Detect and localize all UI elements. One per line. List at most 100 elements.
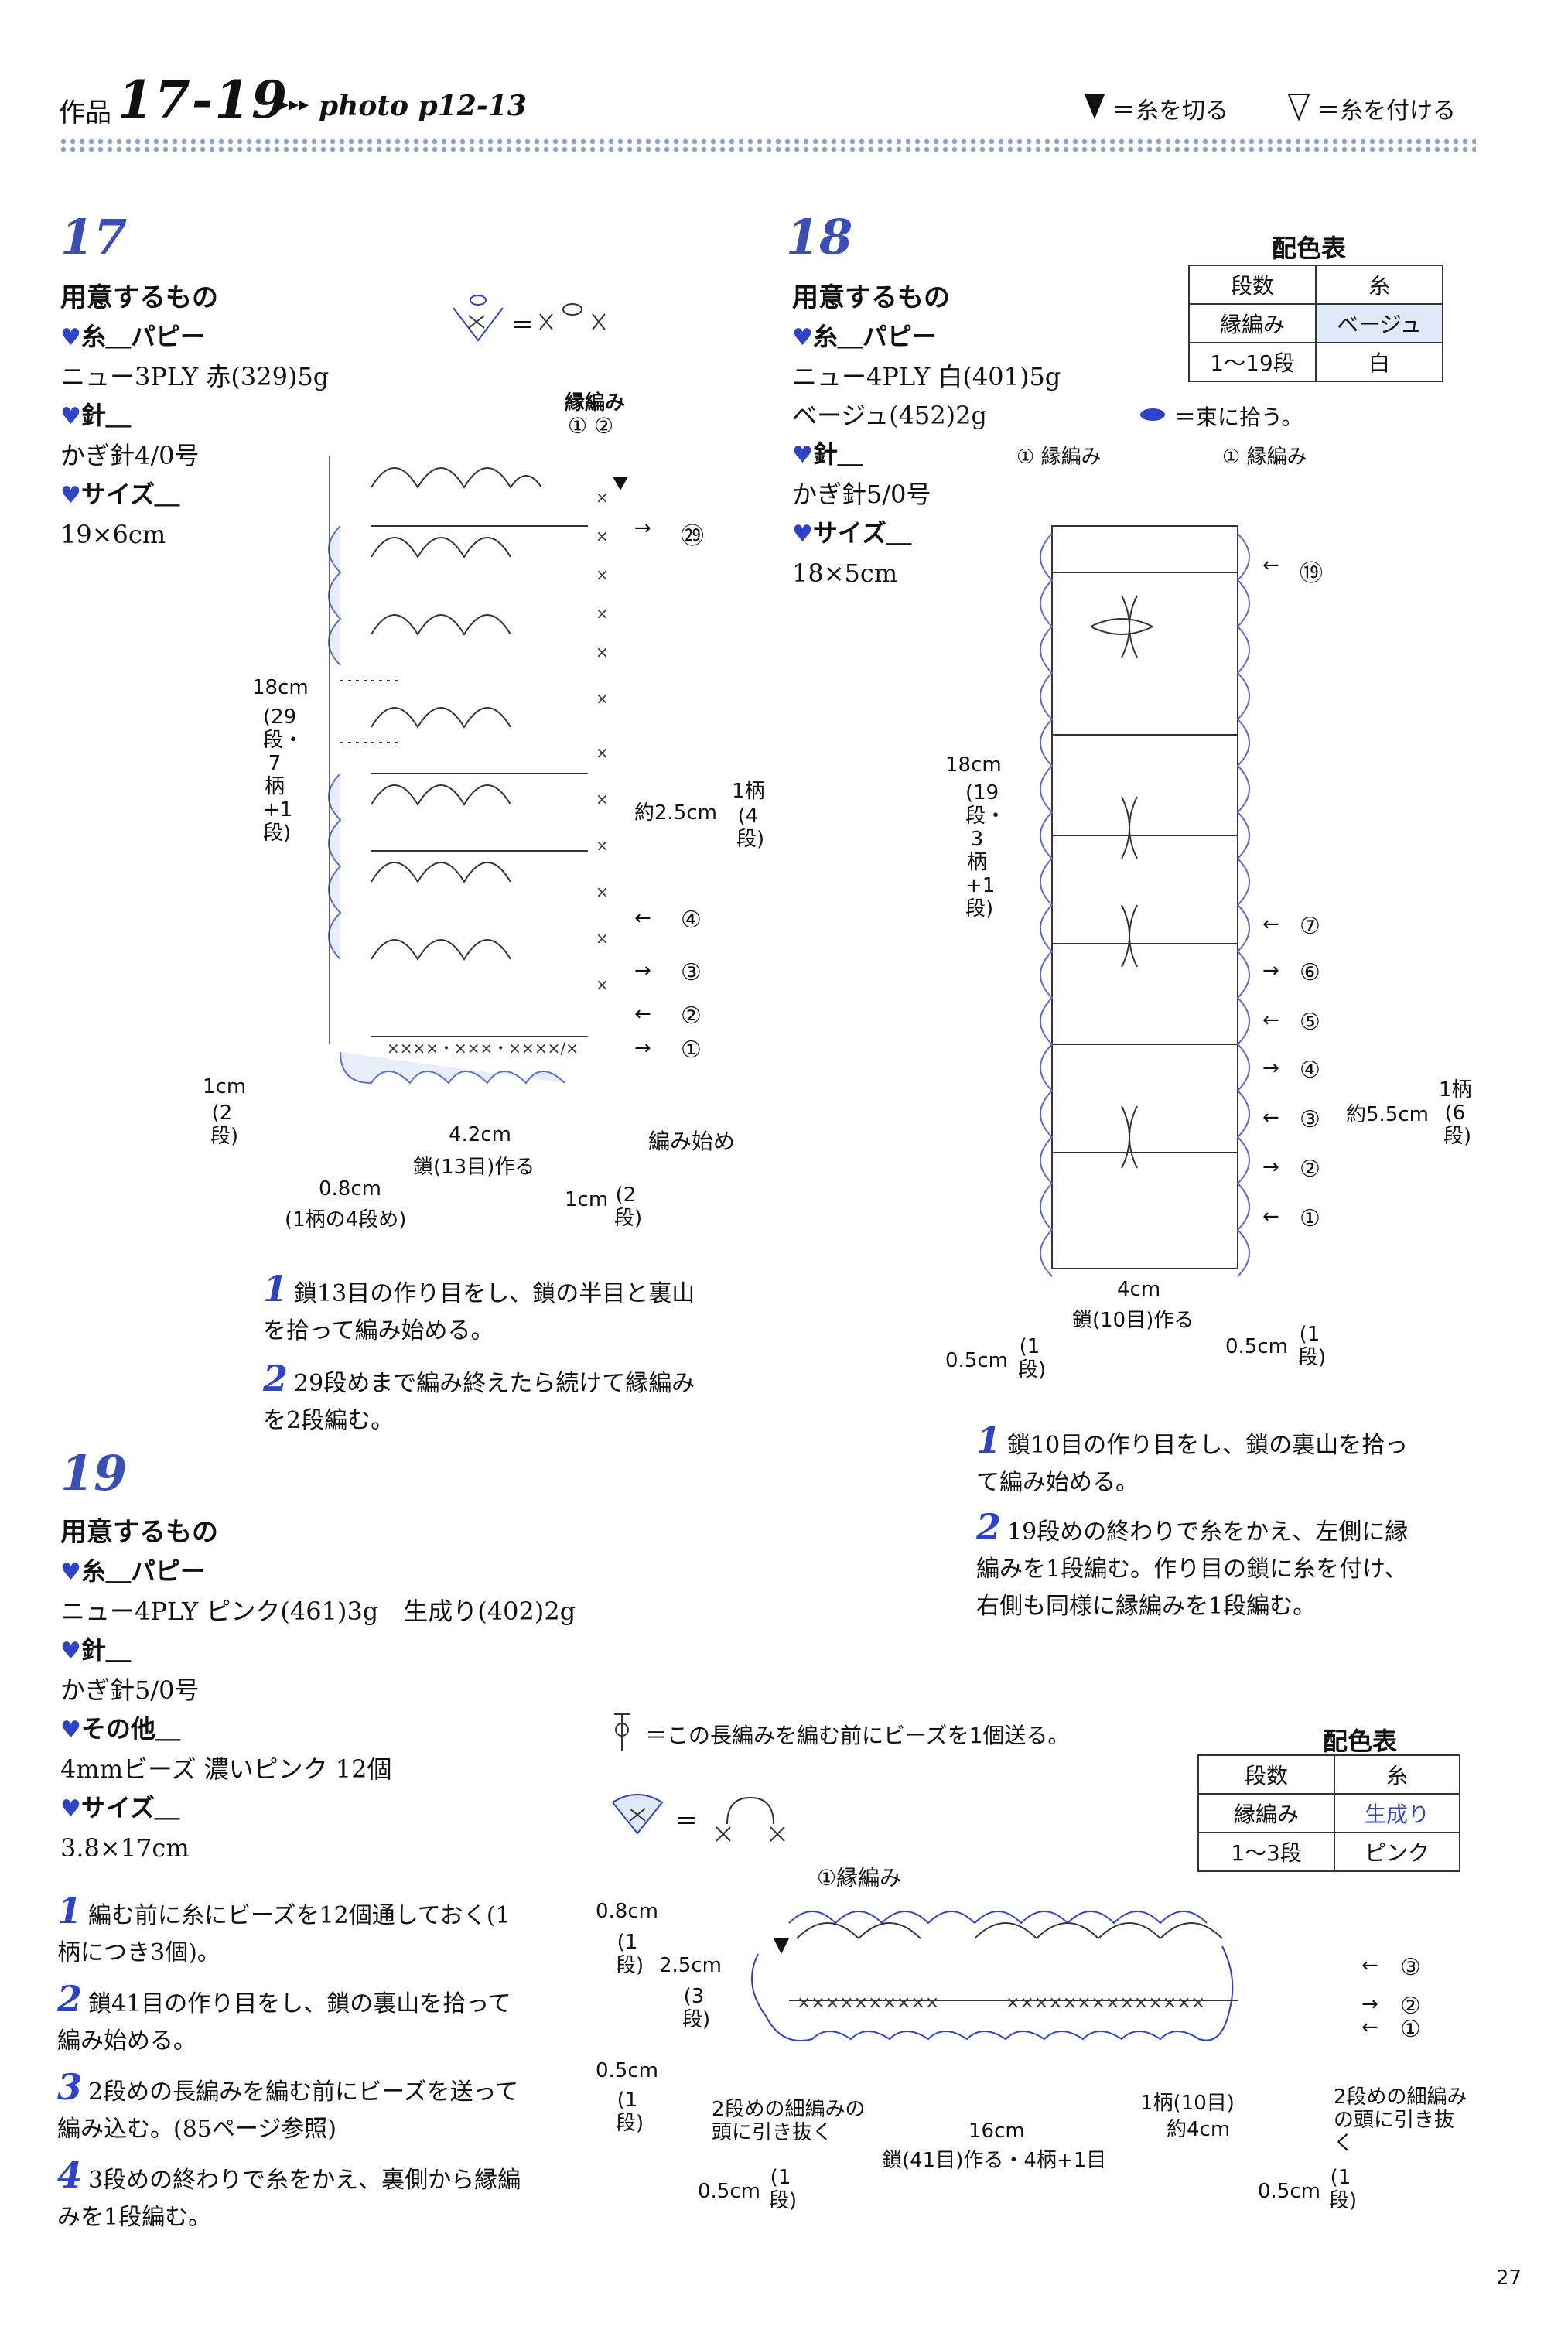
dim-motif-height: 約5.5cm bbox=[1346, 1103, 1429, 1126]
other-detail: 4mmビーズ 濃いピンク 12個 bbox=[60, 1754, 392, 1784]
row-label-4: ④ bbox=[681, 907, 702, 934]
dim-height: 18cm bbox=[252, 676, 309, 699]
bead-stitch-icon bbox=[614, 1713, 630, 1751]
picot-symbol-icon bbox=[612, 1794, 664, 1835]
hook-detail: かぎ針5/0号 bbox=[792, 480, 931, 509]
row-label-5: ⑤ bbox=[1300, 1009, 1320, 1036]
row-arrow: ← bbox=[1262, 1106, 1279, 1129]
chain-count: 鎖(10目)作る bbox=[1072, 1309, 1194, 1332]
heart-icon: ♥ bbox=[60, 403, 81, 430]
step-text: 鎖41目の作り目をし、鎖の裏山を拾って編み始める。 bbox=[57, 1990, 511, 2055]
legend-cut: ＝糸を切る bbox=[1112, 97, 1228, 125]
heart-icon: ♥ bbox=[60, 1795, 81, 1822]
dim-left: 0.5cm bbox=[698, 2180, 760, 2203]
size-label: サイズ＿ bbox=[80, 480, 179, 509]
step-text: 3段めの終わりで糸をかえ、裏側から縁編みを1段編む。 bbox=[57, 2167, 521, 2231]
dim-left-rows: (1段) bbox=[769, 2166, 798, 2212]
svg-text:×: × bbox=[596, 565, 609, 584]
dim-top-rows: (1段) bbox=[616, 1931, 644, 1977]
pull-through-right: 2段めの細編みの頭に引き抜く bbox=[1334, 2085, 1467, 2155]
dim-right-rows: (1段) bbox=[1298, 1323, 1327, 1369]
table-cell: 1〜19段 bbox=[1188, 342, 1317, 382]
pull-through-left: 2段めの細編みの頭に引き抜く bbox=[712, 2098, 866, 2144]
row-arrow: ← bbox=[1262, 913, 1279, 936]
table-cell: ピンク bbox=[1334, 1832, 1460, 1872]
dim-bottom-rows: (1段) bbox=[616, 2089, 644, 2135]
other-label: その他＿ bbox=[80, 1714, 180, 1744]
table-cell: 1〜3段 bbox=[1197, 1832, 1336, 1872]
page-number: 27 bbox=[1496, 2266, 1522, 2290]
yarn-detail: ニュー3PLY 赤(329)5g bbox=[60, 362, 330, 391]
row-arrow: ← bbox=[1262, 1009, 1279, 1032]
row-arrow: → bbox=[634, 959, 651, 982]
table-header: 段数 bbox=[1188, 265, 1317, 305]
hook-label: 針＿ bbox=[80, 1635, 131, 1665]
step-number: 3 bbox=[57, 2066, 83, 2108]
row-arrow: → bbox=[1262, 959, 1279, 982]
svg-text:×: × bbox=[596, 604, 609, 623]
dim-height: 18cm bbox=[945, 753, 1002, 777]
header-photo-ref: photo p12-13 bbox=[319, 90, 527, 122]
row-label-3: ③ bbox=[681, 959, 702, 986]
dim-edge-right-rows: (2段) bbox=[614, 1184, 643, 1230]
row-arrow: ← bbox=[634, 1003, 651, 1026]
heart-icon: ♥ bbox=[60, 482, 81, 509]
dim-motif-rows: (4段) bbox=[736, 804, 765, 851]
svg-text:×: × bbox=[596, 689, 609, 708]
header-divider bbox=[59, 138, 1476, 153]
table-cell: ベージュ bbox=[1314, 303, 1444, 343]
dim-length: 16cm bbox=[968, 2120, 1025, 2143]
dim-right: 0.5cm bbox=[1225, 1335, 1288, 1358]
symbol-equals: ＝ bbox=[511, 313, 534, 340]
dim-bottom: 1cm bbox=[203, 1075, 247, 1098]
yarn-label: 糸＿パピー bbox=[812, 322, 937, 351]
size-detail: 19×6cm bbox=[60, 520, 166, 549]
heart-icon: ♥ bbox=[60, 1559, 81, 1586]
chart-18-diagram bbox=[1040, 525, 1250, 1277]
dim-body: 2.5cm bbox=[659, 1954, 722, 1977]
step-number: 1 bbox=[57, 1890, 83, 1932]
step-text: 29段めまで編み終えたら続けて縁編みを2段編む。 bbox=[263, 1370, 695, 1434]
yarn-detail: ベージュ(452)2g bbox=[792, 401, 988, 430]
dim-motif: 1柄 bbox=[732, 780, 765, 803]
chart-17-diagram: ××× ××× ××× ××× ××××・×××・××××/× bbox=[328, 456, 628, 1085]
edge-label: ①縁編み bbox=[817, 1865, 902, 1891]
hook-detail: かぎ針5/0号 bbox=[60, 1675, 200, 1705]
step-text: 19段めの終わりで糸をかえ、左側に縁編みを1段編む。作り目の鎖に糸を付け、右側も… bbox=[976, 1518, 1409, 1620]
dim-motif-rows: (6段) bbox=[1443, 1102, 1472, 1148]
dim-edge-right: 1cm bbox=[565, 1188, 609, 1211]
yarn-label: 糸＿パピー bbox=[80, 1556, 205, 1586]
edge-label-left: ① 縁編み bbox=[1016, 446, 1102, 469]
row-label-29: ㉙ bbox=[681, 523, 704, 550]
materials-title: 用意するもの bbox=[792, 282, 950, 313]
heart-icon: ♥ bbox=[60, 1716, 81, 1744]
svg-text:××××××××××××××: ×××××××××××××× bbox=[1006, 1993, 1205, 2013]
color-table-19: 段数糸 縁編み生成り 1〜3段ピンク bbox=[1197, 1754, 1460, 1872]
svg-text:×: × bbox=[596, 643, 609, 661]
heart-icon: ♥ bbox=[792, 324, 813, 351]
size-detail: 18×5cm bbox=[792, 558, 898, 588]
project-19-number: 19 bbox=[60, 1445, 128, 1501]
header-number: 17-19 bbox=[118, 70, 289, 130]
project-18-materials: 用意するもの ♥糸＿パピー ニュー4PLY 白(401)5g ベージュ(452)… bbox=[792, 278, 1061, 593]
row-arrow: → bbox=[1262, 1057, 1279, 1080]
dim-width: 4.2cm bbox=[449, 1123, 511, 1146]
materials-title: 用意するもの bbox=[60, 1517, 218, 1548]
svg-text:×: × bbox=[596, 743, 609, 762]
chain-count: 鎖(41目)作る・4柄+1目 bbox=[882, 2149, 1107, 2172]
row-label-19: ⑲ bbox=[1300, 560, 1323, 587]
symbol-equals: ＝ bbox=[675, 1809, 698, 1836]
hook-label: 針＿ bbox=[80, 401, 131, 430]
bundle-icon bbox=[1140, 408, 1165, 421]
table-header: 糸 bbox=[1314, 265, 1444, 305]
start-label: 編み始め bbox=[648, 1129, 736, 1154]
dim-height-rows: (19段・3柄+1段) bbox=[965, 781, 1006, 921]
row-label-4: ④ bbox=[1300, 1057, 1320, 1084]
table-header: 段数 bbox=[1197, 1754, 1336, 1795]
